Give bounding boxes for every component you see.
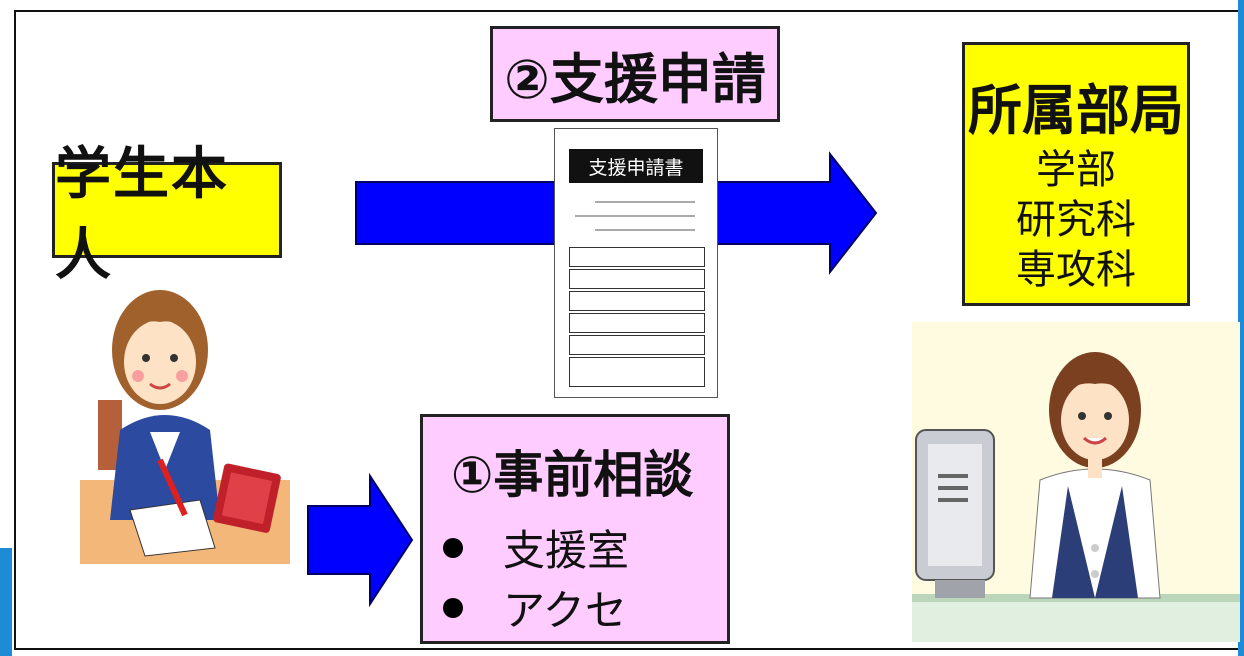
department-box: 所属部局 学部 研究科 専攻科 <box>962 42 1190 306</box>
consultation-item-access: アクセ <box>503 586 627 635</box>
consultation-item-support-office: 支援室 <box>503 526 630 575</box>
bullet-icon <box>443 537 463 558</box>
department-title: 所属部局 <box>968 78 1184 142</box>
department-item-faculty: 学部 <box>1036 146 1116 193</box>
department-item-advanced-course: 専攻科 <box>1016 246 1136 293</box>
support-application-label: ②支援申請 <box>504 47 766 111</box>
department-item-graduate-school: 研究科 <box>1016 196 1136 243</box>
consultation-box: ①事前相談 支援室 アクセ <box>420 414 730 644</box>
consultation-item: 支援室 <box>443 517 629 578</box>
support-application-box: ②支援申請 <box>490 26 780 122</box>
consultation-title: ①事前相談 <box>451 446 694 504</box>
form-title: 支援申請書 <box>569 149 703 183</box>
student-label: 学生本人 <box>55 142 229 288</box>
student-box: 学生本人 <box>52 142 282 288</box>
consultation-item: アクセ <box>443 577 627 638</box>
arrow-to-consultation <box>307 472 414 608</box>
right-edge-bar <box>1238 0 1244 656</box>
application-form-illustration: 支援申請書 <box>554 128 718 398</box>
left-edge-bar <box>0 548 12 656</box>
bullet-icon <box>443 597 463 618</box>
